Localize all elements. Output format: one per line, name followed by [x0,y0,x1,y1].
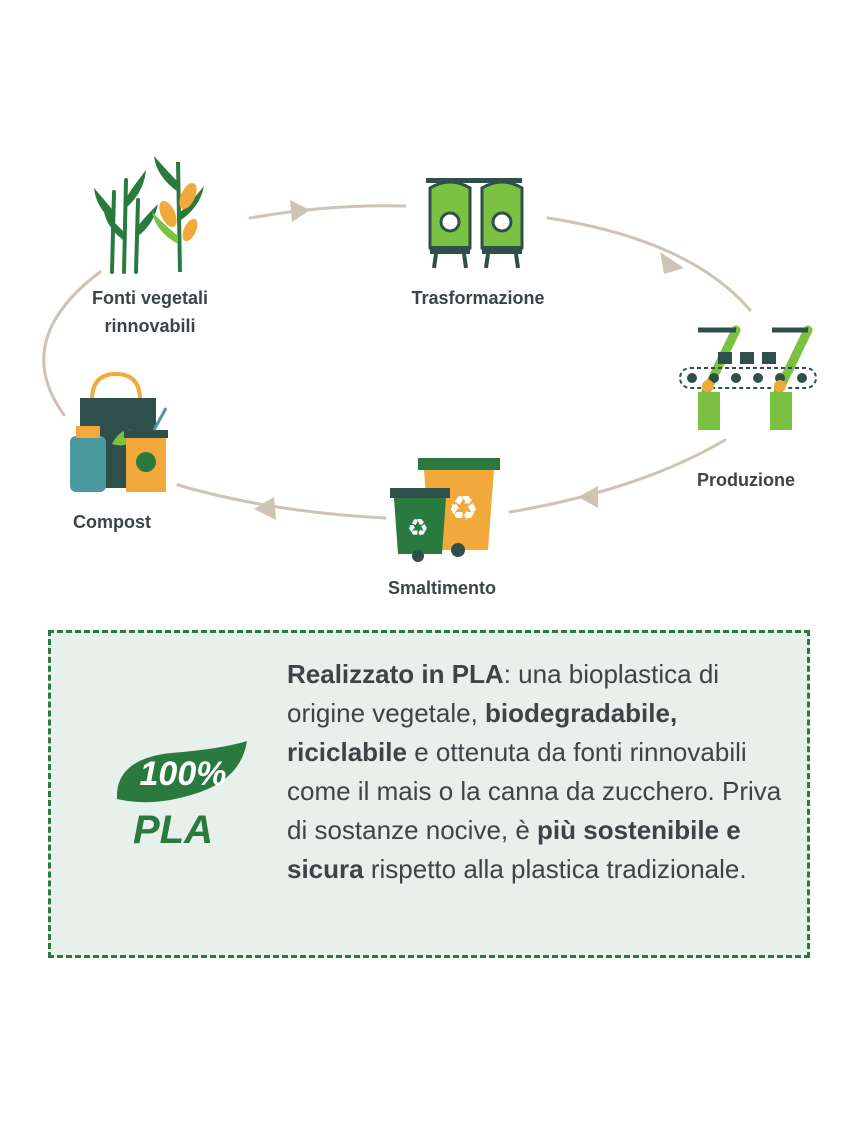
svg-text:♻: ♻ [448,489,478,529]
fonti-label-line1: Fonti vegetali [91,288,208,308]
node-label-produzione: Produzione [697,470,795,490]
arrowhead-1 [290,200,310,222]
svg-text:♻: ♻ [407,514,429,542]
arrowhead-4 [254,497,276,520]
plants-icon [94,156,204,274]
info-text-3: rispetto alla plastica tradizionale. [363,854,747,884]
node-label-compost: Compost [73,512,151,532]
tanks-icon [426,178,524,269]
arrow-trasformazione-produzione [546,216,752,312]
node-label-fonti: Fonti vegetali rinnovabili [70,284,230,340]
products-icon [70,371,168,492]
assembly-line-icon [679,325,817,430]
arrow-fonti-trasformazione [248,204,407,220]
info-text-2: e ottenuta da fonti rinnovabili come il … [287,737,782,845]
leaf-shape [116,741,248,803]
info-strong-sustainable: più sostenibile e sicura [287,815,741,884]
info-strong-biodegradable: biodegradabile, riciclabile [287,698,678,767]
node-label-smaltimento: Smaltimento [387,578,497,598]
arrow-produzione-smaltimento [508,438,727,514]
pla-badge-icon: 100% PLA [116,741,248,851]
badge-bottom-text: PLA [133,808,213,851]
arrowhead-3 [578,486,598,508]
arrow-smaltimento-compost [176,483,387,520]
node-label-trasformazione: Trasformazione [411,288,545,308]
info-text-1: : una bioplastica di origine vegetale, [287,659,720,728]
badge-top-text: 100% [140,755,227,793]
lifecycle-diagram: ♻ ♻ [42,156,817,562]
info-strong-pla: Realizzato in PLA [287,659,504,689]
arrowhead-2 [660,252,684,274]
fonti-label-line2: rinnovabili [104,316,196,336]
arrowheads [254,200,684,520]
info-box: 100% PLA Realizzato in PLA: una bioplast… [48,630,810,958]
recycle-bins-icon: ♻ ♻ [390,458,500,562]
arrow-compost-fonti [42,270,102,417]
cycle-arrows [42,204,752,520]
info-paragraph: Realizzato in PLA: una bioplastica di or… [287,655,787,889]
